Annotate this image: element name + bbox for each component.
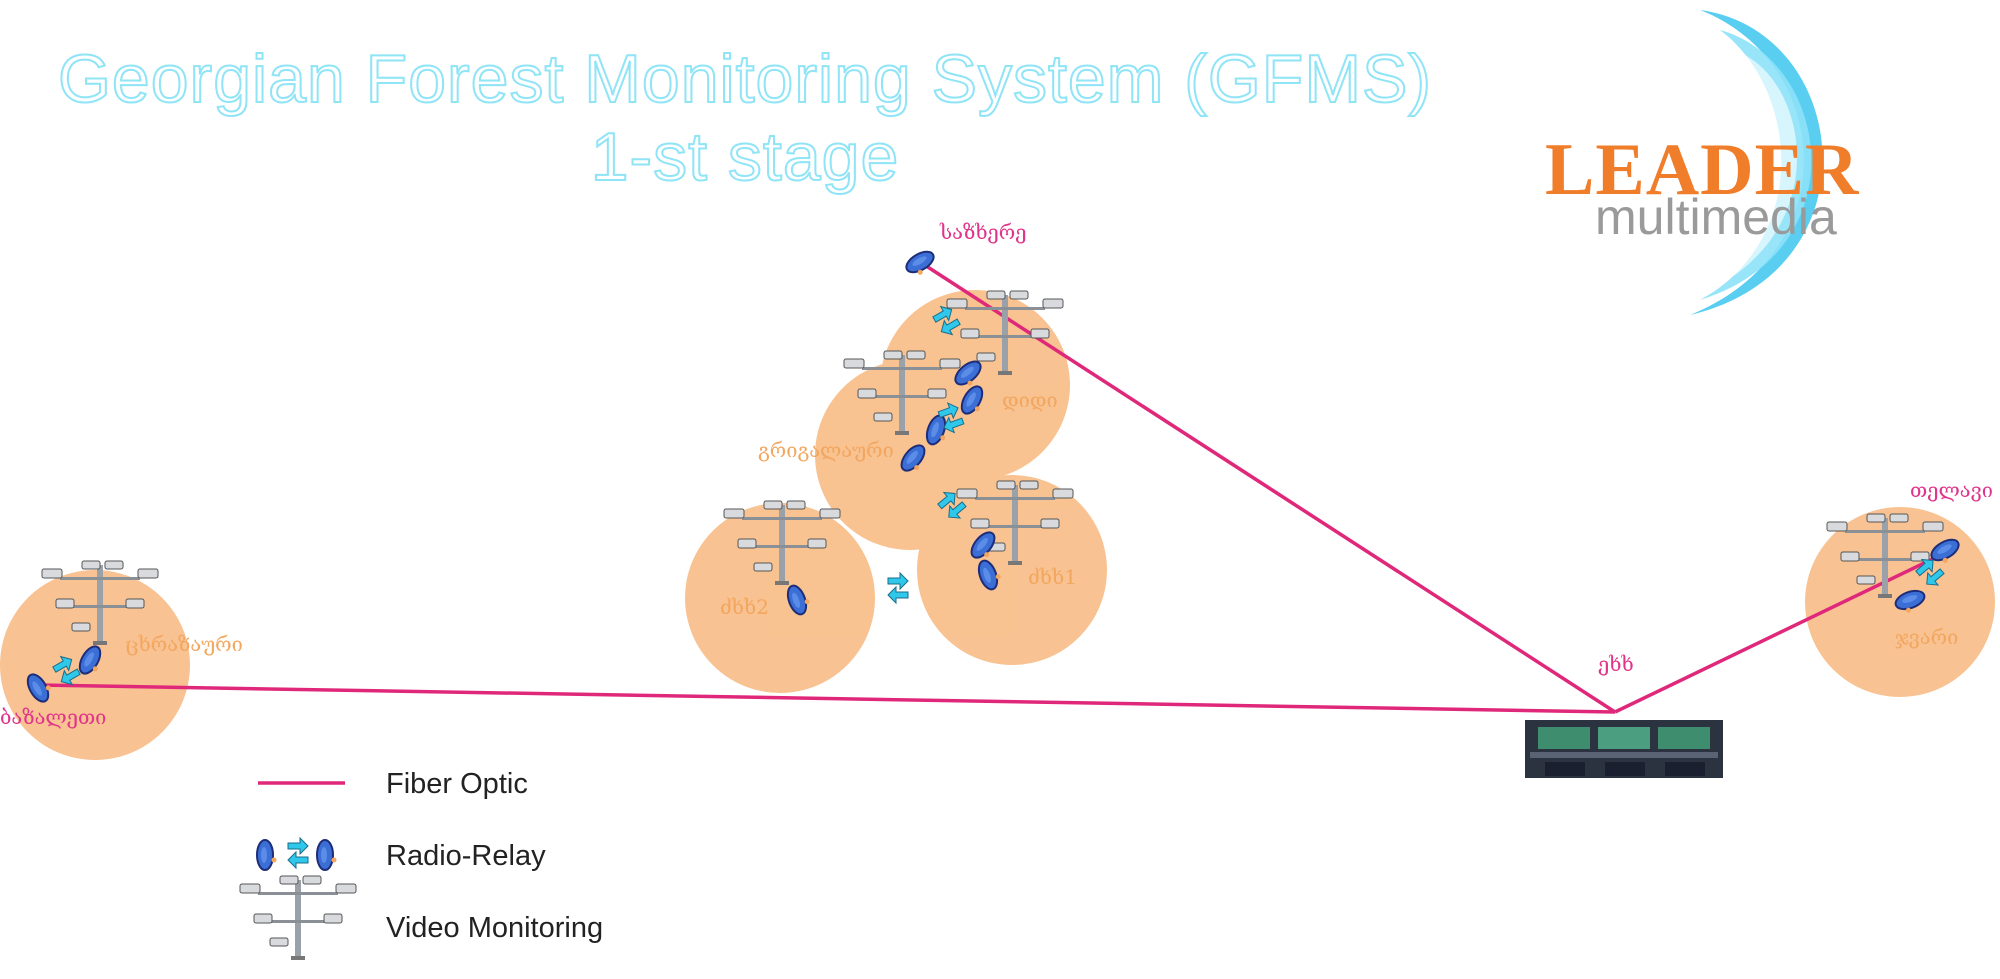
dish-icon <box>902 246 940 281</box>
site-label-tsiskaruri: ცხრაზაური <box>125 632 243 656</box>
relay-arrows-icon <box>887 572 909 604</box>
site-label-sabhere: საზხერე <box>940 220 1027 244</box>
site-label-dzh1: ძხხ1 <box>1028 565 1077 589</box>
logo-swoosh-icon <box>1690 10 1823 315</box>
radio-relay-icon <box>256 837 338 871</box>
legend-fiber-label: Fiber Optic <box>386 768 528 800</box>
camera-pole-icon <box>239 875 357 961</box>
coverage-dzh2 <box>685 503 875 693</box>
legend-symbols <box>239 781 357 961</box>
site-label-bazaleti: ბაზალეთი <box>0 705 107 729</box>
control-room-icon <box>1525 720 1723 778</box>
title-line-1: Georgian Forest Monitoring System (GFMS) <box>57 40 1432 118</box>
site-label-esh: ეხხ <box>1598 652 1634 676</box>
logo-multimedia-text: multimedia <box>1595 189 1837 245</box>
legend-radio-label: Radio-Relay <box>386 840 546 872</box>
logo-leader-text: LEADER <box>1545 129 1860 211</box>
site-label-grigalauri: გრიგალაური <box>758 438 894 462</box>
site-label-telavi: თელავი <box>1910 478 1993 502</box>
legend-video-label: Video Monitoring <box>386 912 604 944</box>
fiber-esh-telavi <box>1614 551 1946 714</box>
site-label-dzh2: ძხხ2 <box>720 595 769 619</box>
site-label-didi: დიდი <box>1002 388 1058 412</box>
fiber-bazaleti-esh <box>37 683 1616 714</box>
title-line-2: 1-st stage <box>590 118 900 196</box>
site-label-jvari: ჯვარი <box>1895 625 1959 649</box>
